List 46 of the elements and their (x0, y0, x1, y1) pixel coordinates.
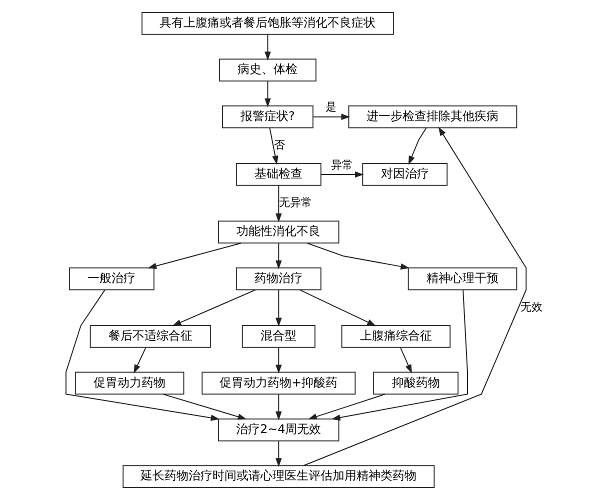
node-box: 促胃动力药物 (74, 372, 184, 395)
node-box: 上腹痛综合征 (340, 325, 450, 348)
arrow (264, 80, 270, 108)
arrow (408, 127, 426, 165)
edge-label: 无异常 (278, 196, 312, 210)
node-box: 治疗2~4周无效 (218, 418, 339, 442)
arrow (268, 127, 278, 165)
node-box: 功能性消化不良 (218, 220, 339, 244)
arrow (298, 289, 376, 326)
node-box: 餐后不适综合征 (89, 325, 211, 348)
arrow (275, 440, 282, 468)
arrow (147, 242, 242, 269)
node-box: 病史、体检 (218, 58, 316, 82)
arrow (275, 394, 282, 420)
node-box: 对因治疗 (362, 163, 448, 186)
arrow (275, 347, 282, 374)
arrow (302, 126, 526, 466)
arrow (275, 242, 282, 270)
arrow (162, 394, 246, 420)
edge-label: 异常 (330, 158, 352, 172)
node-box: 混合型 (241, 325, 315, 348)
arrow (312, 114, 350, 120)
arrow (307, 394, 386, 420)
arrow (133, 347, 146, 374)
edge-label: 否 (274, 138, 285, 152)
node-box: 延长药物治疗时间或请心理医生评估加用精神类药物 (122, 465, 434, 488)
arrow (64, 289, 220, 421)
arrow (330, 290, 468, 421)
arrow (320, 171, 364, 178)
arrow (264, 34, 270, 61)
arrow (172, 289, 256, 326)
edge-label: 是 (324, 100, 336, 114)
node-box: 报警症状? (222, 105, 313, 128)
arrow (275, 289, 282, 327)
arrow (275, 184, 282, 222)
node-box: 一般治疗 (68, 267, 154, 290)
node-box: 进一步检查排除其他疾病 (348, 105, 517, 128)
arrow (400, 347, 412, 374)
node-box: 精神心理干预 (407, 267, 517, 290)
arrow (306, 242, 410, 270)
node-box: 药物治疗 (235, 267, 321, 290)
edge-label: 无效 (520, 300, 542, 314)
node-box: 具有上腹痛或者餐后饱胀等消化不良症状 (141, 12, 394, 35)
node-box: 促胃动力药物+抑酸药 (201, 372, 356, 395)
node-box: 基础检查 (235, 163, 321, 186)
node-box: 抑酸药物 (372, 372, 458, 395)
